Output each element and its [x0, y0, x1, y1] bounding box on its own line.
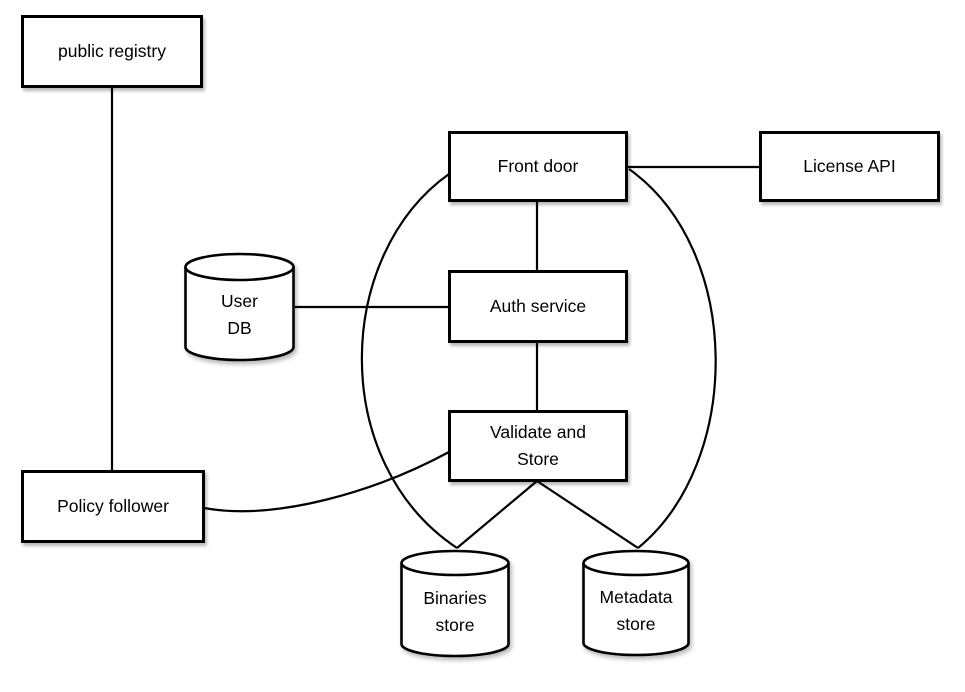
node-license-api: License API [759, 131, 940, 202]
node-auth-service-label: Auth service [489, 296, 587, 316]
node-policy-follower: Policy follower [21, 470, 205, 543]
node-binaries-store: Binaries store [399, 548, 511, 661]
edge-front-door-metadata-store [628, 168, 717, 549]
node-auth-service: Auth service [448, 270, 628, 343]
node-user-db: User DB [183, 251, 296, 365]
database-cylinder-icon [582, 549, 690, 657]
edge-front-door-binaries-store [360, 173, 458, 549]
edge-policy-follower-validate-store [203, 451, 450, 513]
node-binaries-store-label: Binaries store [423, 587, 487, 635]
database-cylinder-icon [400, 549, 510, 658]
node-license-api-label: License API [803, 156, 896, 176]
database-cylinder-icon [184, 252, 295, 362]
edge-validate-store-metadata-store [536, 480, 639, 549]
node-front-door: Front door [448, 131, 628, 202]
node-policy-follower-label: Policy follower [57, 496, 169, 516]
node-metadata-store-label: Metadata store [599, 587, 673, 634]
edge-validate-store-binaries-store [456, 480, 538, 549]
node-validate-store: Validate and Store [448, 410, 628, 482]
node-user-db-label: User DB [221, 291, 258, 338]
node-front-door-label: Front door [497, 156, 579, 176]
node-public-registry: public registry [21, 15, 203, 88]
node-metadata-store: Metadata store [581, 548, 691, 660]
node-validate-store-label: Validate and Store [489, 422, 586, 469]
node-public-registry-label: public registry [58, 41, 166, 61]
